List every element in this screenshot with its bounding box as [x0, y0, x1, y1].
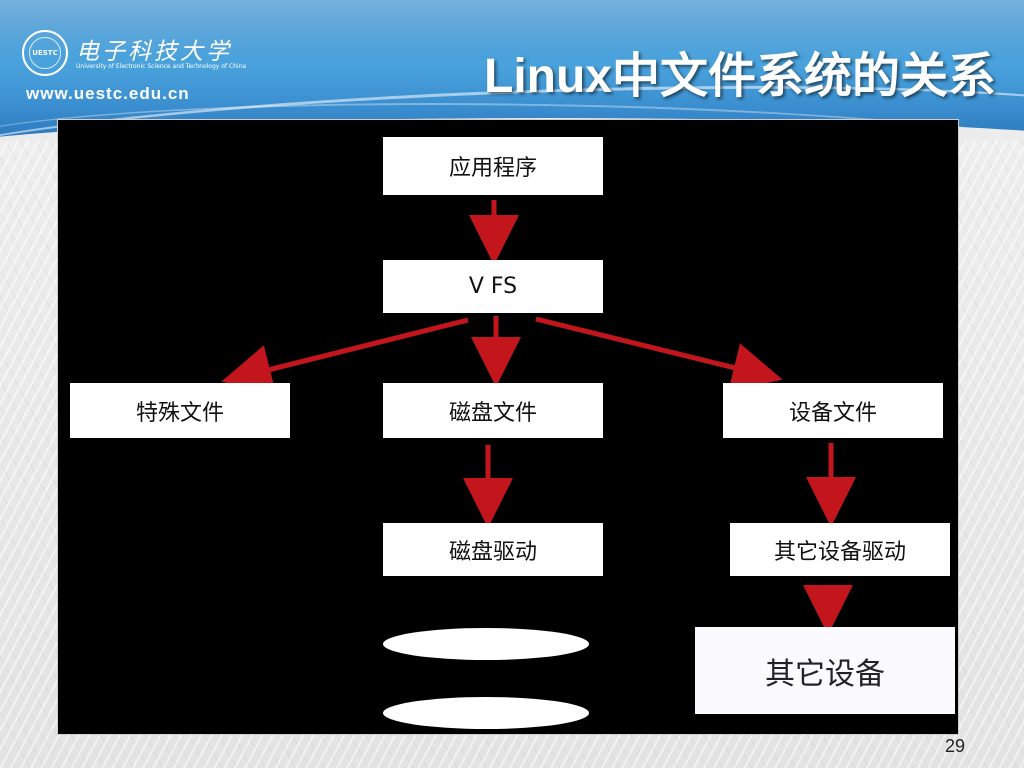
- site-url: www.uestc.edu.cn: [26, 84, 190, 103]
- emblem-icon: UESTC: [22, 30, 68, 76]
- slide-title: Linux中文件系统的关系: [484, 50, 996, 103]
- header-banner: UESTC 电子科技大学 University of Electronic Sc…: [0, 0, 1024, 140]
- logo-english-name: University of Electronic Science and Tec…: [76, 63, 247, 70]
- filesystem-diagram: 应用程序 V FS 特殊文件 磁盘文件 设备文件 磁盘驱动 其它设备驱动 其它设…: [58, 120, 958, 734]
- disk-platter-shape: [383, 628, 589, 660]
- logo-chinese-name: 电子科技大学: [76, 39, 232, 65]
- node-other-driver: 其它设备驱动: [730, 523, 950, 576]
- university-logo: UESTC 电子科技大学 University of Electronic Sc…: [22, 30, 246, 80]
- node-disk-file: 磁盘文件: [383, 383, 603, 438]
- node-device-file: 设备文件: [723, 383, 943, 438]
- header-gloss: [0, 0, 1024, 60]
- diagram-arrows: [221, 200, 856, 635]
- node-special-file: 特殊文件: [70, 383, 290, 438]
- node-disk-driver: 磁盘驱动: [383, 523, 603, 576]
- node-application: 应用程序: [383, 137, 603, 195]
- node-other-device: 其它设备: [695, 627, 955, 714]
- page-number: 29: [945, 736, 966, 756]
- node-vfs: V FS: [383, 260, 603, 313]
- disk-platter-shape: [383, 697, 589, 729]
- arrow-vfs-special: [221, 317, 469, 394]
- arrow-vfs-device: [535, 316, 783, 392]
